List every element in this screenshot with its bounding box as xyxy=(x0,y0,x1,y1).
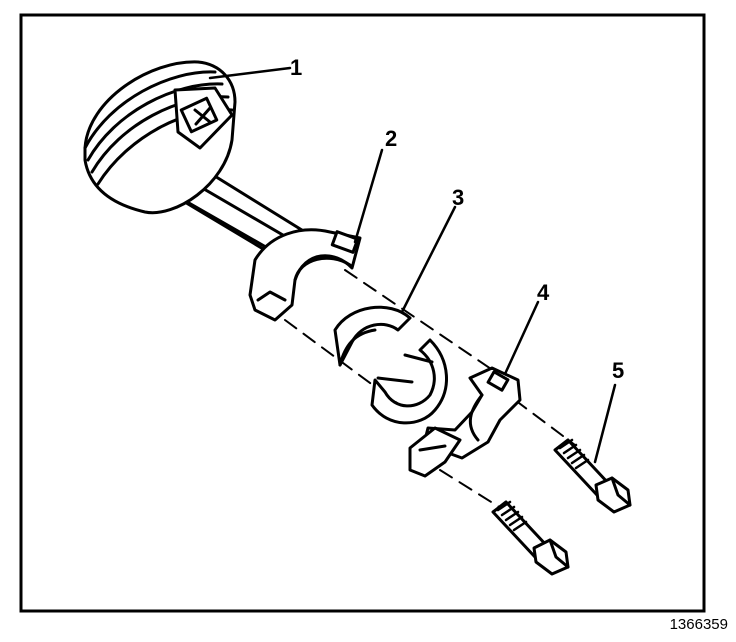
bearing-insert-lower xyxy=(370,338,448,425)
callout-number-2: 2 xyxy=(385,126,398,151)
bearing-insert-upper xyxy=(333,305,412,367)
callout-number-1: 1 xyxy=(290,55,303,80)
figure-id: 1366359 xyxy=(669,616,728,633)
leader-line-4 xyxy=(503,300,540,376)
rod-bolt-left xyxy=(491,500,570,576)
piston xyxy=(83,60,237,215)
leader-line-2 xyxy=(353,148,384,244)
leader-line-5 xyxy=(593,383,617,464)
leader-line-1 xyxy=(208,66,292,80)
leader-line-3 xyxy=(400,205,457,314)
callout-leader-lines xyxy=(208,66,617,464)
callout-number-3: 3 xyxy=(452,185,465,210)
callout-number-5: 5 xyxy=(612,358,625,383)
callout-number-4: 4 xyxy=(537,280,550,305)
connecting-rod xyxy=(166,168,362,322)
rod-cap xyxy=(408,366,522,478)
rod-bolt-right xyxy=(553,438,632,514)
